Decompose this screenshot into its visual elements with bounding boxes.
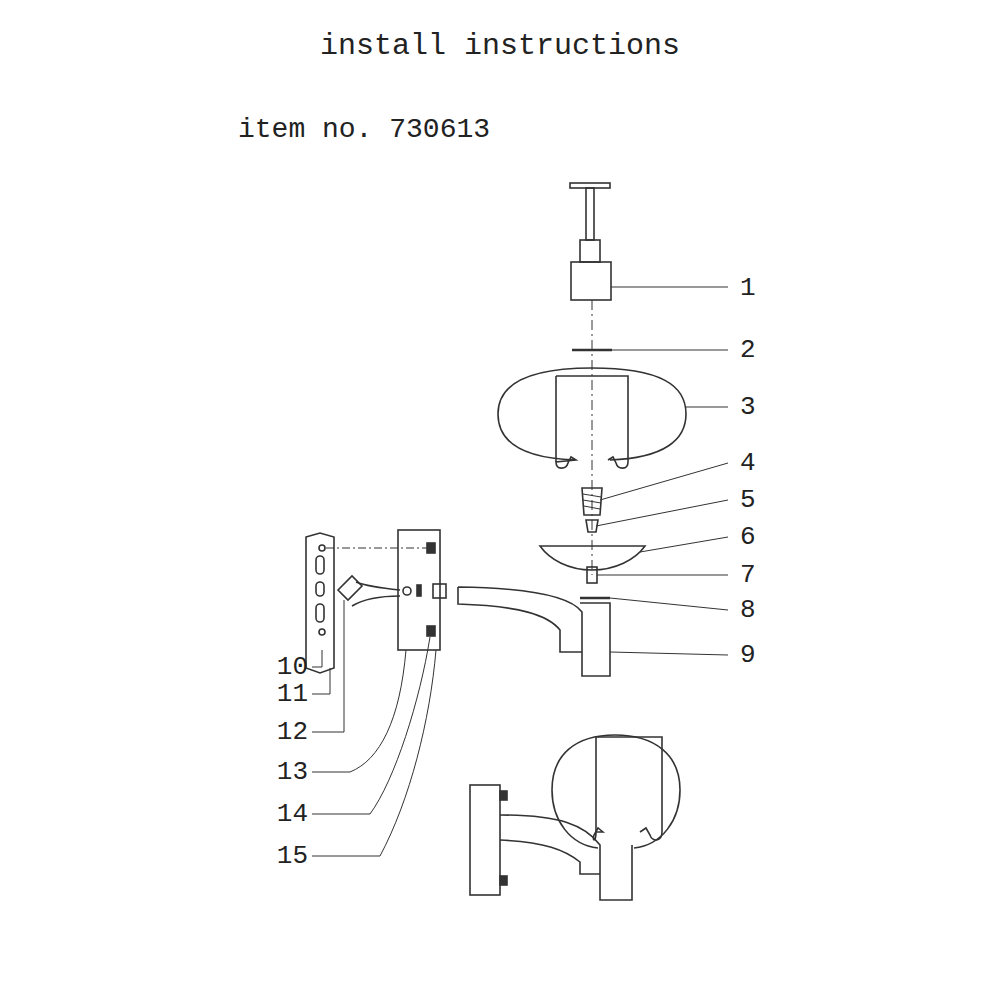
callout-number: 11 — [277, 681, 308, 707]
callout-number: 2 — [740, 337, 756, 363]
leader-line — [611, 287, 728, 288]
leader-line — [596, 500, 728, 526]
callout-number: 14 — [277, 801, 308, 827]
callout-number: 3 — [740, 394, 756, 420]
plate-screw — [319, 629, 325, 635]
title: install instructions — [320, 31, 680, 61]
callout-number: 7 — [740, 562, 756, 588]
bulb — [582, 488, 602, 515]
callout-number: 13 — [277, 759, 308, 785]
curved-arm — [458, 587, 610, 676]
callout-number: 5 — [740, 487, 756, 513]
plate-slot — [316, 604, 324, 622]
wall-box — [398, 530, 440, 650]
holder-stem — [586, 188, 594, 240]
wire — [352, 596, 400, 606]
holder-neck — [580, 240, 600, 262]
assembled-inner-edge — [595, 737, 597, 832]
callout-number: 10 — [277, 654, 308, 680]
nut — [500, 791, 507, 800]
mounting-plate — [306, 533, 334, 673]
leader-line — [640, 537, 728, 552]
globe-inner-edge — [555, 376, 557, 462]
leader-line — [312, 637, 430, 814]
washer — [417, 585, 421, 596]
leader-line — [312, 650, 406, 772]
assembled-wall-box — [470, 785, 500, 895]
leader-line — [600, 463, 728, 500]
nipple — [587, 567, 597, 583]
callout-number: 12 — [277, 719, 308, 745]
leader-line — [312, 600, 344, 732]
plate-screw — [319, 545, 325, 551]
screw-axis — [326, 548, 428, 549]
terminal-block — [338, 576, 362, 600]
leader-line — [610, 598, 728, 610]
assembled-inner-tube — [593, 737, 662, 840]
callout-number: 9 — [740, 642, 756, 668]
nut — [427, 626, 435, 636]
holder-body — [571, 262, 611, 300]
washer — [580, 597, 610, 600]
plate-slot — [316, 582, 324, 596]
grommet — [403, 587, 411, 595]
leader-line — [612, 350, 728, 351]
bulb-spiral — [583, 494, 601, 509]
leader-line — [312, 650, 436, 856]
callout-number: 1 — [740, 275, 756, 301]
assembled-globe — [552, 735, 680, 848]
leader-line — [686, 407, 728, 408]
callout-number: 6 — [740, 524, 756, 550]
centre-line — [592, 300, 593, 575]
glass-globe — [498, 368, 686, 460]
item-number: item no. 730613 — [238, 116, 490, 144]
nut — [427, 543, 435, 553]
assembled-arm — [500, 815, 632, 900]
leader-line — [312, 650, 322, 667]
leader-line — [597, 575, 728, 576]
plate-slot — [316, 556, 324, 574]
washer — [572, 349, 612, 352]
globe-inner-tube — [556, 376, 628, 468]
callout-number: 4 — [740, 450, 756, 476]
callout-number: 8 — [740, 597, 756, 623]
callout-number: 15 — [277, 843, 308, 869]
nut — [500, 876, 507, 885]
leader-line — [610, 652, 728, 655]
leader-line — [312, 668, 330, 694]
